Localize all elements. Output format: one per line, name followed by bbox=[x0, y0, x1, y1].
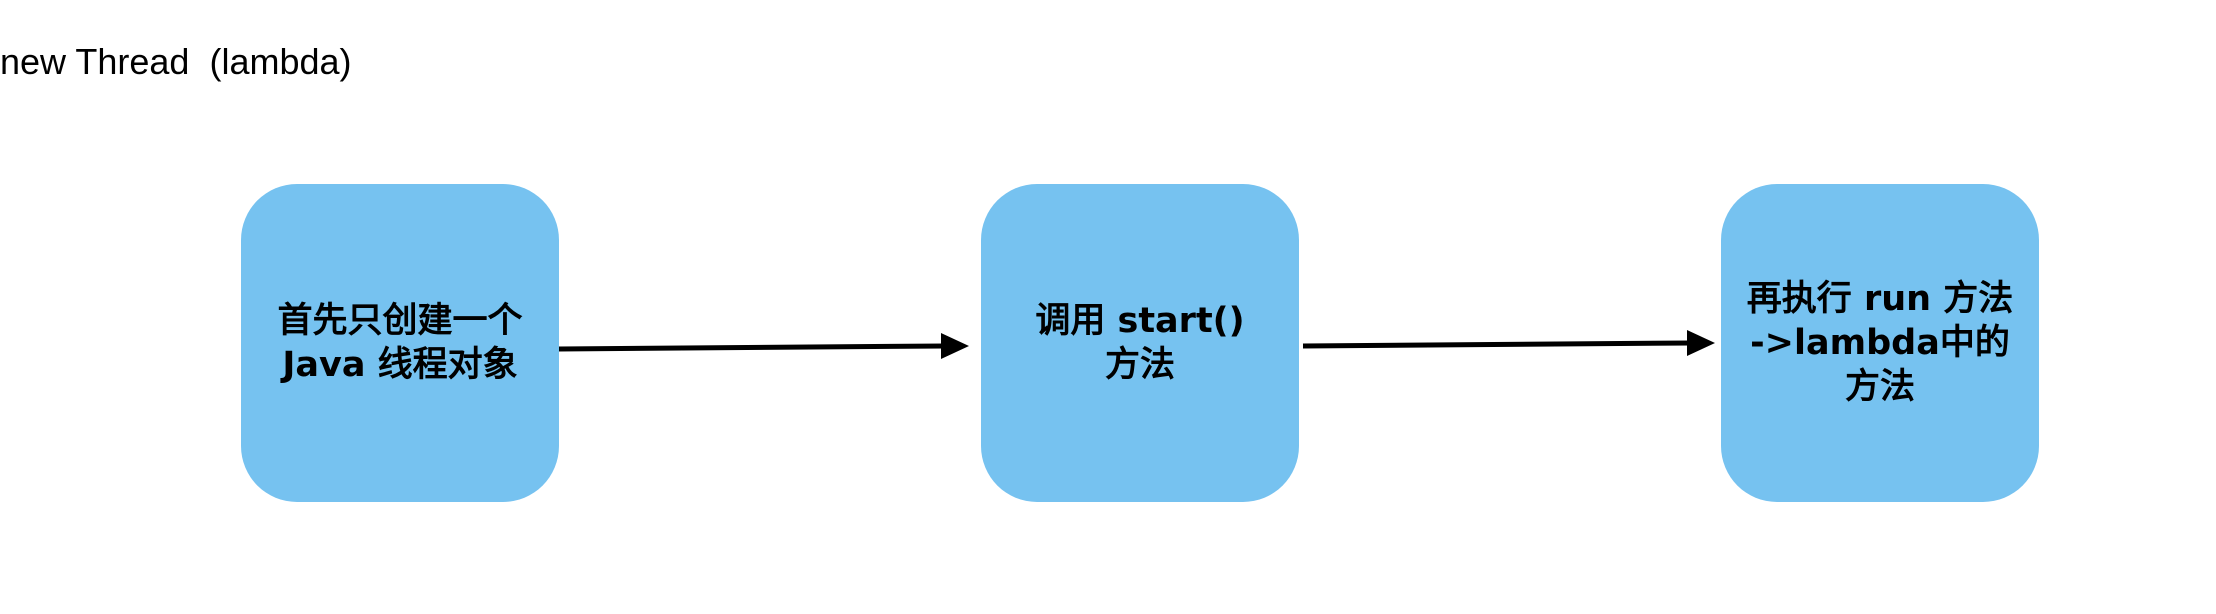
node-create-thread: 首先只创建一个 Java 线程对象 bbox=[241, 184, 559, 502]
arrowhead-icon bbox=[941, 333, 969, 359]
node-label: 首先只创建一个 Java 线程对象 bbox=[277, 301, 523, 385]
node-label: 再执行 run 方法 ->lambda中的 方法 bbox=[1746, 279, 2014, 407]
arrow-line bbox=[558, 343, 946, 352]
node-call-start: 调用 start() 方法 bbox=[981, 184, 1299, 502]
node-label: 调用 start() 方法 bbox=[1035, 301, 1245, 385]
arrowhead-icon bbox=[1687, 330, 1715, 356]
diagram-title: new Thread (lambda) bbox=[0, 41, 352, 82]
arrow-start-to-run bbox=[1302, 330, 1715, 356]
node-run-lambda: 再执行 run 方法 ->lambda中的 方法 bbox=[1721, 184, 2039, 502]
arrow-create-to-start bbox=[558, 333, 969, 359]
arrow-line bbox=[1302, 340, 1692, 349]
